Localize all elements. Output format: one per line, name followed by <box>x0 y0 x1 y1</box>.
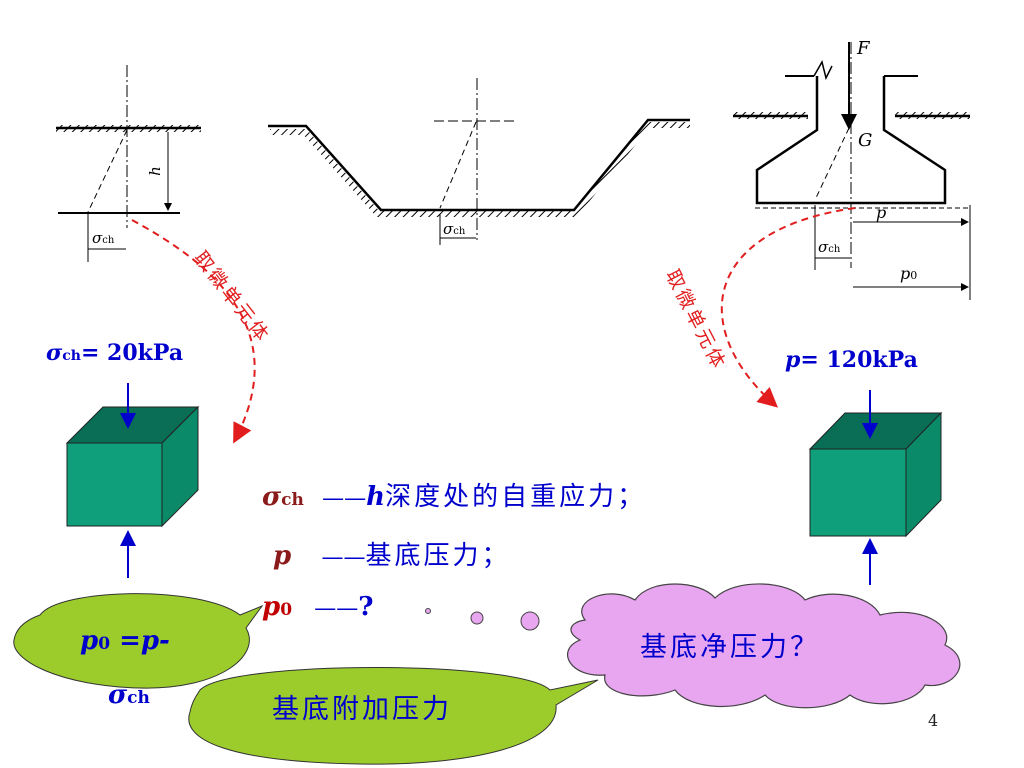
def-sigma-lead: h <box>366 482 386 512</box>
pressure-label-p0: p0 <box>900 264 917 283</box>
left-soil-cube <box>65 383 200 578</box>
left-pressure-symbol: σ <box>46 340 63 366</box>
formula-bubble-line2: σch <box>108 680 150 710</box>
thought-dot-medium <box>470 611 484 625</box>
added-pressure-text: 基底附加压力 <box>272 694 452 725</box>
def-p-dash: —— <box>321 545 366 570</box>
right-ch-sub: ch <box>828 244 841 255</box>
def-sigma-symbol: σ <box>262 482 282 512</box>
formula-ch: ch <box>127 688 150 708</box>
left-sigma-ch-label: σch <box>92 229 114 247</box>
def-sigma-sub: ch <box>281 490 304 510</box>
formula-p: p <box>80 626 99 656</box>
middle-sigma-symbol: σ <box>443 220 454 238</box>
pressure-label-p: p <box>876 203 887 222</box>
formula-p2: p- <box>140 626 170 656</box>
right-sigma-symbol: σ <box>818 238 829 256</box>
left-sigma-symbol: σ <box>92 229 103 247</box>
def-p-text: 基底压力； <box>365 541 511 571</box>
def-p0-sub: 0 <box>280 600 293 620</box>
right-footing-diagram <box>733 42 971 300</box>
def-p-symbol: p <box>273 541 292 571</box>
formula-bubble-line1: p0 =p- <box>80 626 170 656</box>
right-dashed-arrow <box>720 207 856 408</box>
depth-label-h: h <box>145 166 164 176</box>
thought-dot-small <box>425 608 431 614</box>
page-number: 4 <box>928 711 939 730</box>
left-ground-diagram <box>56 65 201 262</box>
def-p0-text: ? <box>358 592 374 622</box>
cloud-shape <box>567 583 961 709</box>
left-pressure-number: = 20kPa <box>80 340 184 366</box>
cloud-text: 基底净压力？ <box>640 632 820 663</box>
right-pressure-value: p= 120kPa <box>785 347 918 373</box>
right-sigma-ch-label: σch <box>818 238 840 256</box>
added-pressure-bubble-shape <box>188 667 599 765</box>
def-p0-dash: —— <box>314 596 359 621</box>
force-label-F: F <box>857 38 870 59</box>
def-p0-symbol: p <box>262 592 281 622</box>
formula-bubble-shape <box>13 593 264 689</box>
p0-zero-sub: 0 <box>910 269 918 282</box>
thought-dot-large <box>520 611 540 631</box>
definition-row-p: p ——基底压力； <box>273 535 510 572</box>
middle-ch-sub: ch <box>453 226 466 237</box>
def-sigma-dash: —— <box>322 486 367 511</box>
weight-label-G: G <box>858 130 873 151</box>
formula-eq: = <box>110 626 141 656</box>
left-pressure-value: σch= 20kPa <box>46 340 183 366</box>
left-ch-sub: ch <box>102 235 115 246</box>
middle-excavation-diagram <box>268 78 690 245</box>
def-sigma-text: 深度处的自重应力； <box>385 482 647 512</box>
p0-p-symbol: p <box>900 264 911 283</box>
right-pressure-number: = 120kPa <box>800 347 918 373</box>
middle-sigma-ch-label: σch <box>443 220 465 238</box>
definition-row-p0: p0 ——? <box>262 592 374 622</box>
right-pressure-symbol: p <box>785 347 801 373</box>
left-pressure-sub: ch <box>62 348 81 364</box>
formula-sub0: 0 <box>98 634 111 654</box>
right-soil-cube <box>808 390 943 585</box>
definition-row-sigma: σch ——h深度处的自重应力； <box>262 476 646 513</box>
left-dashed-arrow <box>131 219 256 444</box>
formula-sigma: σ <box>108 680 128 710</box>
